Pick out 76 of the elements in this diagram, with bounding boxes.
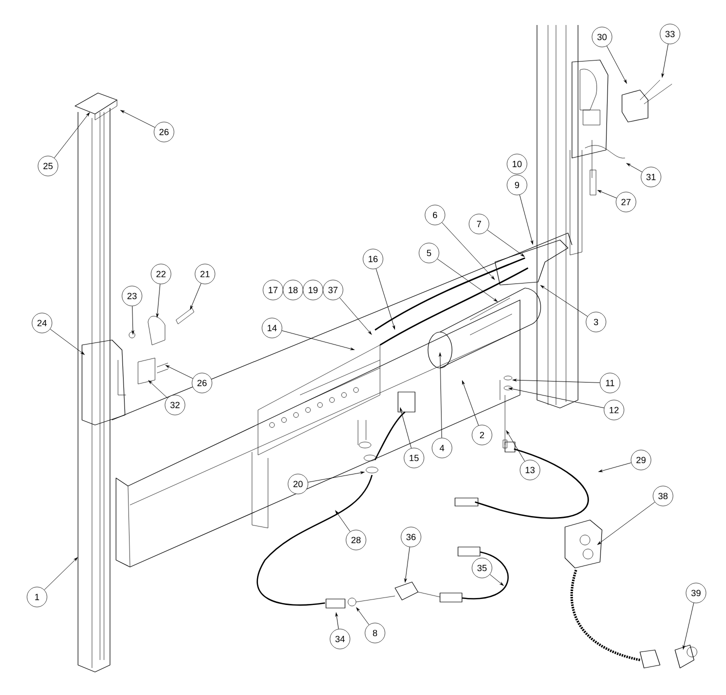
callout-number: 26: [154, 122, 174, 142]
callout-number: 11: [600, 372, 620, 394]
leader-line: [190, 283, 202, 310]
leader-line: [598, 190, 617, 198]
callout-number: 23: [122, 286, 142, 306]
callout-number: 37: [322, 280, 344, 300]
callout-number: 18: [282, 280, 304, 300]
callout-number: 27: [616, 192, 636, 212]
leader-line: [166, 365, 194, 379]
leader-line: [442, 222, 495, 280]
callout-number: 29: [630, 450, 652, 470]
leader-line: [44, 557, 78, 590]
callout-number: 13: [520, 460, 540, 480]
callout-number: 4: [432, 438, 452, 458]
leader-line: [597, 502, 656, 545]
callout-number: 32: [164, 394, 186, 416]
callout-number: 38: [652, 486, 674, 506]
callout-number: 12: [604, 400, 624, 420]
callout-number: 2: [472, 424, 492, 446]
callout-number: 22: [150, 264, 172, 284]
callout-number: 17: [262, 280, 284, 300]
leader-line: [682, 602, 694, 650]
leader-line: [606, 46, 627, 84]
leader-line: [148, 380, 168, 398]
callout-number: 9: [506, 174, 528, 196]
callout-number: 5: [418, 242, 440, 264]
leader-line: [335, 612, 339, 630]
callout-number: 31: [640, 166, 662, 188]
callout-number: 26: [192, 372, 212, 394]
leader-line: [487, 230, 525, 257]
callout-number: 28: [346, 530, 366, 550]
callout-number: 8: [364, 622, 386, 644]
callout-number: 39: [686, 582, 706, 604]
callout-number: 30: [592, 26, 612, 48]
callout-number: 7: [468, 214, 490, 234]
callout-number: 1: [26, 586, 48, 608]
leader-line: [404, 546, 410, 582]
leader-line: [490, 574, 504, 586]
leader-line: [438, 352, 442, 438]
callout-number: 10: [506, 154, 528, 174]
leader-line: [339, 297, 372, 335]
callout-number: 3: [586, 312, 606, 332]
leader-line: [356, 607, 370, 625]
leader-line: [156, 284, 160, 318]
callout-number: 21: [194, 264, 216, 284]
leader-line: [282, 330, 354, 350]
leader-line: [132, 306, 134, 334]
callout-number: 20: [288, 474, 308, 494]
callout-number: 36: [400, 526, 422, 548]
leader-line: [662, 44, 668, 78]
leader-line: [437, 258, 498, 302]
leader-line: [335, 510, 350, 532]
callout-number: 24: [32, 312, 52, 334]
leader-line: [598, 462, 632, 472]
leader-line: [308, 472, 364, 482]
callout-number: 35: [472, 558, 492, 578]
leader-line: [376, 268, 395, 330]
callout-number: 33: [660, 24, 680, 44]
leader-line: [519, 194, 534, 244]
callout-number: 14: [262, 318, 282, 338]
leader-line: [50, 328, 85, 355]
callout-number: 15: [404, 448, 424, 468]
callout-number: 19: [302, 280, 324, 300]
leader-line: [462, 380, 479, 426]
callout-number: 25: [38, 156, 58, 176]
leader-line: [540, 285, 588, 317]
callout-number: 16: [362, 248, 384, 270]
leader-line: [508, 388, 604, 408]
callout-number: 34: [330, 628, 350, 650]
leader-line: [54, 112, 90, 158]
callout-number: 6: [424, 204, 446, 226]
leader-line: [512, 378, 600, 383]
leader-line: [506, 430, 525, 462]
leader-line: [400, 408, 412, 448]
leader-line: [626, 163, 642, 172]
leader-line: [120, 110, 156, 128]
